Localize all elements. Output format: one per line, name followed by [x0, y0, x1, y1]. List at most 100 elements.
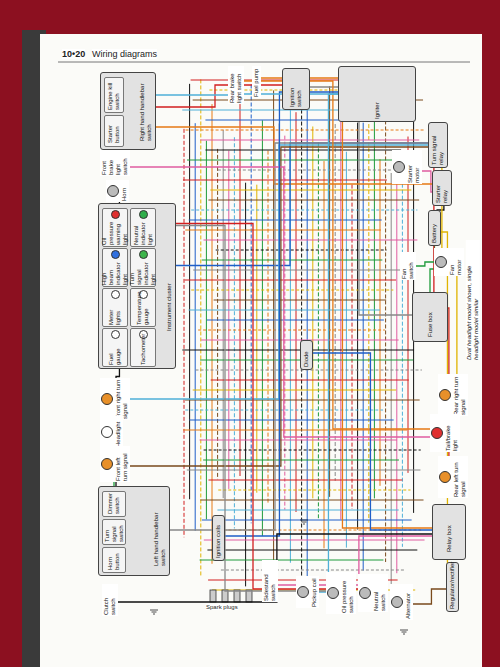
wire — [202, 260, 383, 261]
switch-element: Dimmer switch — [102, 491, 126, 517]
wire — [185, 280, 396, 281]
wire — [221, 570, 405, 571]
lamp-symbol — [439, 389, 451, 401]
wire — [207, 320, 384, 321]
component-label: Fuse box — [427, 297, 434, 337]
switch-element: Tachometer — [130, 328, 156, 367]
wire — [203, 240, 417, 241]
lamp-symbol — [139, 250, 148, 259]
switch-element: Starter button — [104, 115, 124, 147]
switch-element: Oil pressure warning light — [102, 208, 128, 247]
wire — [186, 130, 425, 131]
switch-element: Fuel gauge — [102, 328, 128, 367]
wire-connection — [244, 81, 430, 429]
lamp-symbol — [391, 596, 403, 608]
component-label: Fuel pump — [253, 67, 260, 97]
component-label: Horn button — [107, 550, 121, 570]
earth-symbol — [300, 520, 308, 524]
wire — [200, 560, 384, 561]
component-box: Instrument clusterOil pressure warning l… — [98, 203, 176, 369]
lamp-symbol — [111, 330, 120, 339]
lamp-component: Starter motor — [392, 150, 422, 184]
wire-connection — [313, 353, 432, 530]
wire-connection — [225, 92, 338, 536]
component-box: Ignition switch — [282, 68, 310, 110]
component-label: Igniter — [374, 69, 381, 119]
component-label: Fuel gauge — [108, 341, 122, 365]
wire-connection — [413, 589, 446, 604]
component-label: Horn — [121, 181, 128, 201]
component-label: Rear left turn signal — [453, 457, 467, 497]
lamp-component: Tail/brake light — [430, 414, 460, 452]
component-label: Headlight — [115, 417, 122, 447]
manual-page — [40, 34, 482, 667]
wire — [402, 160, 403, 547]
wire-connection — [156, 85, 282, 107]
wire — [240, 91, 241, 476]
component-box: Clutch switch — [102, 584, 118, 616]
component-box: Diode — [300, 340, 313, 370]
component-box: Left hand handlebar switchDimmer switchT… — [98, 486, 170, 576]
lamp-symbol — [435, 256, 447, 268]
lamp-symbol — [101, 458, 113, 470]
component-box: Fan switch — [400, 252, 416, 280]
wire — [191, 210, 417, 211]
wire — [200, 79, 201, 575]
wire — [214, 300, 387, 301]
component-label: Turn signal relay — [431, 125, 445, 165]
component-label: Ignition switch — [289, 71, 303, 107]
wire — [187, 160, 416, 161]
lamp-symbol — [439, 471, 451, 483]
spark-plug-symbols — [210, 590, 252, 602]
component-label: Right hand handlebar switch — [139, 81, 153, 141]
wire — [182, 350, 414, 351]
wire — [193, 390, 396, 391]
component-label: Sidestand switch — [263, 561, 277, 601]
switch-element: High beam indicator light — [102, 248, 128, 287]
spark-plug — [246, 590, 252, 602]
wire — [210, 190, 411, 191]
lamp-component: Pickup coil — [296, 576, 319, 608]
lamp-component: Front right turn signal — [100, 378, 130, 420]
lamp-symbol — [297, 586, 309, 598]
wire — [211, 380, 409, 381]
component-label: Tail/brake light — [445, 415, 459, 451]
component-label: Regulator/rectifier — [449, 565, 456, 609]
wire — [216, 250, 387, 251]
component-label: High beam indicator light — [101, 261, 129, 285]
component-label: Fan motor — [449, 249, 463, 275]
lamp-component: Neutral switch — [358, 574, 388, 612]
component-label: Neutral indicator light — [133, 221, 154, 245]
component-label: Battery — [431, 213, 438, 243]
figure-caption: Dual headlight model shown, single headl… — [466, 240, 480, 360]
wire — [223, 130, 224, 498]
component-label: Engine kill switch — [107, 80, 121, 110]
wire — [212, 104, 213, 564]
component-label: Front left turn signal — [115, 447, 129, 481]
switch-element: Engine kill switch — [104, 77, 124, 113]
component-label: Diode — [303, 343, 310, 367]
component-box: Front brake light switch — [100, 150, 130, 176]
component-label: Oil pressure switch — [341, 573, 355, 613]
component-label: Left hand handlebar switch — [153, 496, 167, 566]
header-rule — [58, 62, 470, 63]
lamp-symbol — [139, 210, 148, 219]
component-label: Dimmer switch — [107, 494, 121, 514]
wire — [340, 76, 341, 520]
component-box: Fuse box — [412, 292, 448, 342]
wire — [189, 84, 190, 499]
switch-element: Horn button — [102, 547, 126, 573]
switch-element: Meter lights — [102, 288, 128, 327]
lamp-component: Oil pressure switch — [326, 572, 356, 614]
part-label: Spark plugs — [206, 604, 238, 610]
earth-symbol — [400, 630, 408, 634]
switch-element: Temperature gauge — [130, 288, 156, 327]
wire — [189, 420, 393, 421]
wire — [205, 150, 401, 151]
wire — [218, 490, 410, 491]
component-label: Fan switch — [401, 253, 415, 279]
wire-connection — [156, 143, 428, 266]
switch-element: Neutral indicator light — [130, 208, 156, 247]
